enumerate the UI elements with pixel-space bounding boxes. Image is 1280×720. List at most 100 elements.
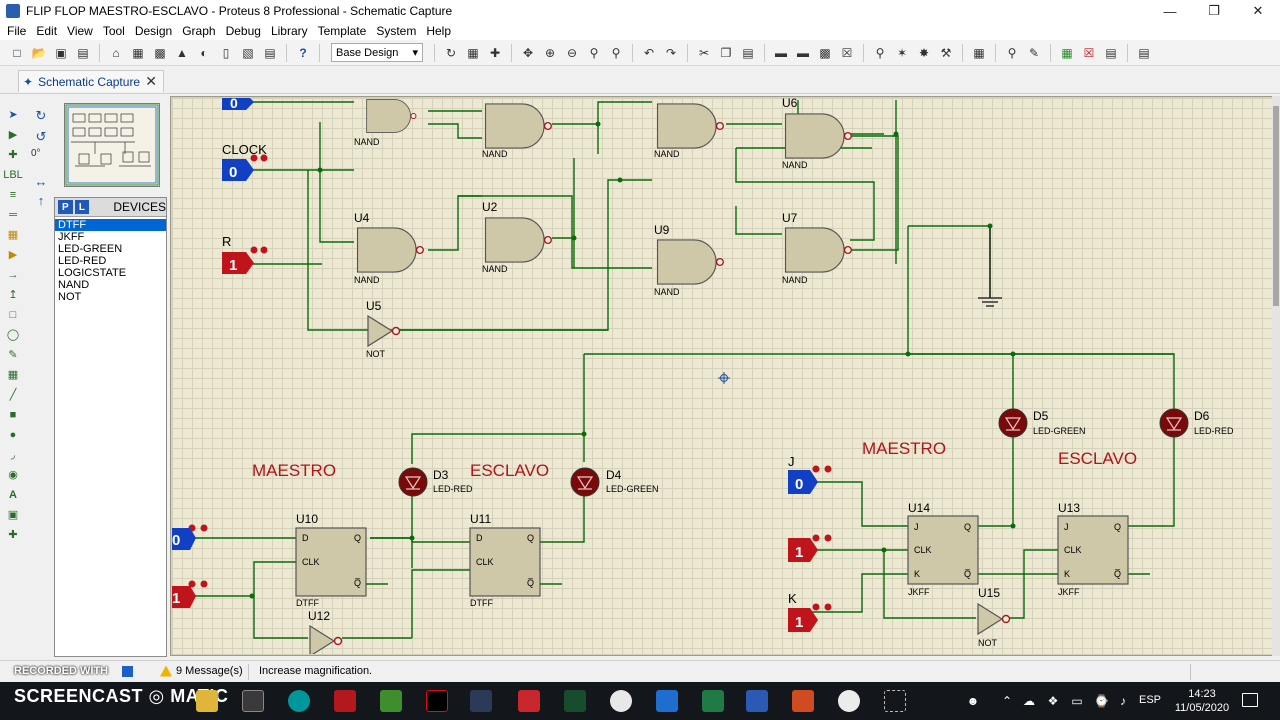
device-pins-icon[interactable]: → (7, 268, 19, 281)
terminals-icon[interactable]: ▶ (8, 249, 18, 261)
stop-simulation-button[interactable] (122, 666, 133, 677)
led-d5[interactable] (998, 408, 1028, 438)
arduino-icon[interactable] (288, 690, 310, 712)
jkff-u13[interactable] (1057, 515, 1129, 585)
menu-system[interactable]: System (376, 24, 417, 38)
paste-icon[interactable]: ▤ (742, 45, 754, 60)
schematic-canvas[interactable]: NAND NAND NAND NAND U6 NAND U4 NAND U2 N… (172, 98, 1276, 654)
refresh-icon[interactable]: ↻ (445, 45, 457, 60)
property-assignment-icon[interactable]: ✎ (1028, 45, 1040, 60)
3d-view-icon[interactable]: ▲ (176, 45, 188, 60)
menu-file[interactable]: File (7, 24, 27, 38)
menu-debug[interactable]: Debug (225, 24, 261, 38)
block-delete-icon[interactable]: ☒ (841, 45, 853, 60)
clock-logic-state[interactable]: 0 (222, 159, 254, 181)
menu-graph[interactable]: Graph (182, 24, 216, 38)
proteus-icon[interactable] (470, 690, 492, 712)
autocad-icon[interactable] (334, 690, 356, 712)
schematic-icon[interactable]: ▦ (132, 45, 144, 60)
logic-state-terminal[interactable]: 0 (222, 98, 254, 111)
app-icon[interactable] (564, 690, 586, 712)
chrome-icon[interactable] (610, 690, 632, 712)
graph-mode-icon[interactable]: ↥ (8, 289, 18, 301)
excel-icon[interactable] (702, 690, 724, 712)
wire-autorouter-icon[interactable]: ▦ (973, 45, 985, 60)
nand-gate[interactable] (484, 103, 552, 149)
nand-gate[interactable] (356, 227, 424, 273)
component-mode-icon[interactable]: ▶ (8, 129, 18, 141)
record-icon[interactable] (838, 690, 860, 712)
not-gate-u15[interactable] (977, 603, 1011, 635)
onedrive-icon[interactable]: ☁ (1023, 694, 1035, 708)
device-item[interactable]: NAND (58, 279, 90, 291)
packaging-tool-icon[interactable]: ✸ (918, 45, 930, 60)
maximize-button[interactable]: ❐ (1208, 3, 1220, 18)
not-gate[interactable] (367, 315, 401, 347)
k-logic-state[interactable]: 1 (788, 608, 818, 632)
block-copy-icon[interactable]: ▬ (775, 45, 787, 60)
text-2d-icon[interactable]: A (9, 488, 17, 501)
jkff-u14[interactable] (907, 515, 979, 585)
make-device-icon[interactable]: ✶ (896, 45, 908, 60)
calendar-icon[interactable] (656, 690, 678, 712)
new-sheet-icon[interactable]: ▦ (1061, 45, 1073, 60)
battery-icon[interactable]: ▭ (1071, 694, 1083, 708)
instruments-icon[interactable]: ▦ (7, 369, 19, 381)
search-tag-icon[interactable]: ⚲ (1007, 45, 1017, 60)
keyboard-language[interactable]: ESP (1139, 694, 1162, 706)
menu-design[interactable]: Design (134, 24, 173, 38)
led-d4[interactable] (570, 467, 600, 497)
led-d3[interactable] (398, 467, 428, 497)
scrollbar-thumb[interactable] (1273, 106, 1279, 306)
device-item[interactable]: LED-RED (58, 255, 107, 267)
grid-icon[interactable]: ▦ (467, 45, 479, 60)
path-2d-icon[interactable]: ◉ (8, 469, 18, 481)
active-popup-icon[interactable]: □ (9, 308, 17, 321)
volume-icon[interactable]: ♪ (1120, 694, 1126, 708)
rotate-clockwise-icon[interactable]: ↻ (35, 107, 47, 123)
logic-state-input-1[interactable]: 0 (172, 528, 196, 550)
device-item[interactable]: LED-GREEN (58, 243, 123, 255)
wire-label-icon[interactable]: LBL (3, 168, 23, 181)
menu-template[interactable]: Template (317, 24, 367, 38)
powerpoint-icon[interactable] (792, 690, 814, 712)
remove-sheet-icon[interactable]: ☒ (1083, 45, 1095, 60)
word-icon[interactable] (746, 690, 768, 712)
mirror-horizontal-icon[interactable]: ↔ (34, 174, 48, 189)
app-icon[interactable] (518, 690, 540, 712)
people-icon[interactable]: ☻ (966, 694, 980, 708)
new-file-icon[interactable]: □ (13, 45, 21, 60)
menu-view[interactable]: View (67, 24, 93, 38)
subcircuit-icon[interactable]: ▦ (7, 229, 19, 241)
rotate-anticlockwise-icon[interactable]: ↺ (35, 128, 47, 144)
nand-gate[interactable] (656, 103, 724, 149)
pick-from-library-button[interactable]: P (58, 200, 73, 214)
led-d6[interactable] (1159, 408, 1189, 438)
pan-icon[interactable]: ✥ (522, 45, 534, 60)
electrical-rule-check-icon[interactable]: ▤ (1138, 45, 1150, 60)
clock[interactable]: 14:23 11/05/2020 (1174, 687, 1230, 715)
r-logic-state[interactable]: 1 (222, 252, 254, 274)
clk-logic-state[interactable]: 1 (788, 538, 818, 562)
device-item[interactable]: DTFF (55, 219, 166, 231)
nand-gate[interactable] (784, 227, 852, 273)
device-item[interactable]: JKFF (58, 231, 85, 243)
snipping-tool-icon[interactable] (884, 690, 906, 712)
origin-icon[interactable]: ✚ (489, 45, 501, 60)
redo-icon[interactable]: ↷ (665, 45, 677, 60)
wifi-icon[interactable]: ⌚ (1094, 694, 1109, 708)
pcb-app-icon[interactable] (380, 690, 402, 712)
device-item[interactable]: LOGICSTATE (58, 267, 127, 279)
rotation-angle-field[interactable]: 0° (31, 148, 41, 159)
zoom-all-icon[interactable]: ⚲ (589, 45, 599, 60)
symbol-2d-icon[interactable]: ▣ (7, 509, 19, 521)
text-script-icon[interactable]: ≡ (9, 188, 17, 201)
zoom-in-icon[interactable]: ⊕ (544, 45, 556, 60)
dtff-u10[interactable] (295, 527, 367, 597)
menu-tool[interactable]: Tool (102, 24, 125, 38)
mirror-vertical-icon[interactable]: ↑ (37, 193, 45, 208)
generator-mode-icon[interactable]: ◯ (6, 329, 20, 341)
close-icon[interactable]: ✕ (145, 73, 157, 89)
vertical-scrollbar[interactable] (1272, 96, 1280, 656)
line-2d-icon[interactable]: ╱ (9, 389, 17, 401)
